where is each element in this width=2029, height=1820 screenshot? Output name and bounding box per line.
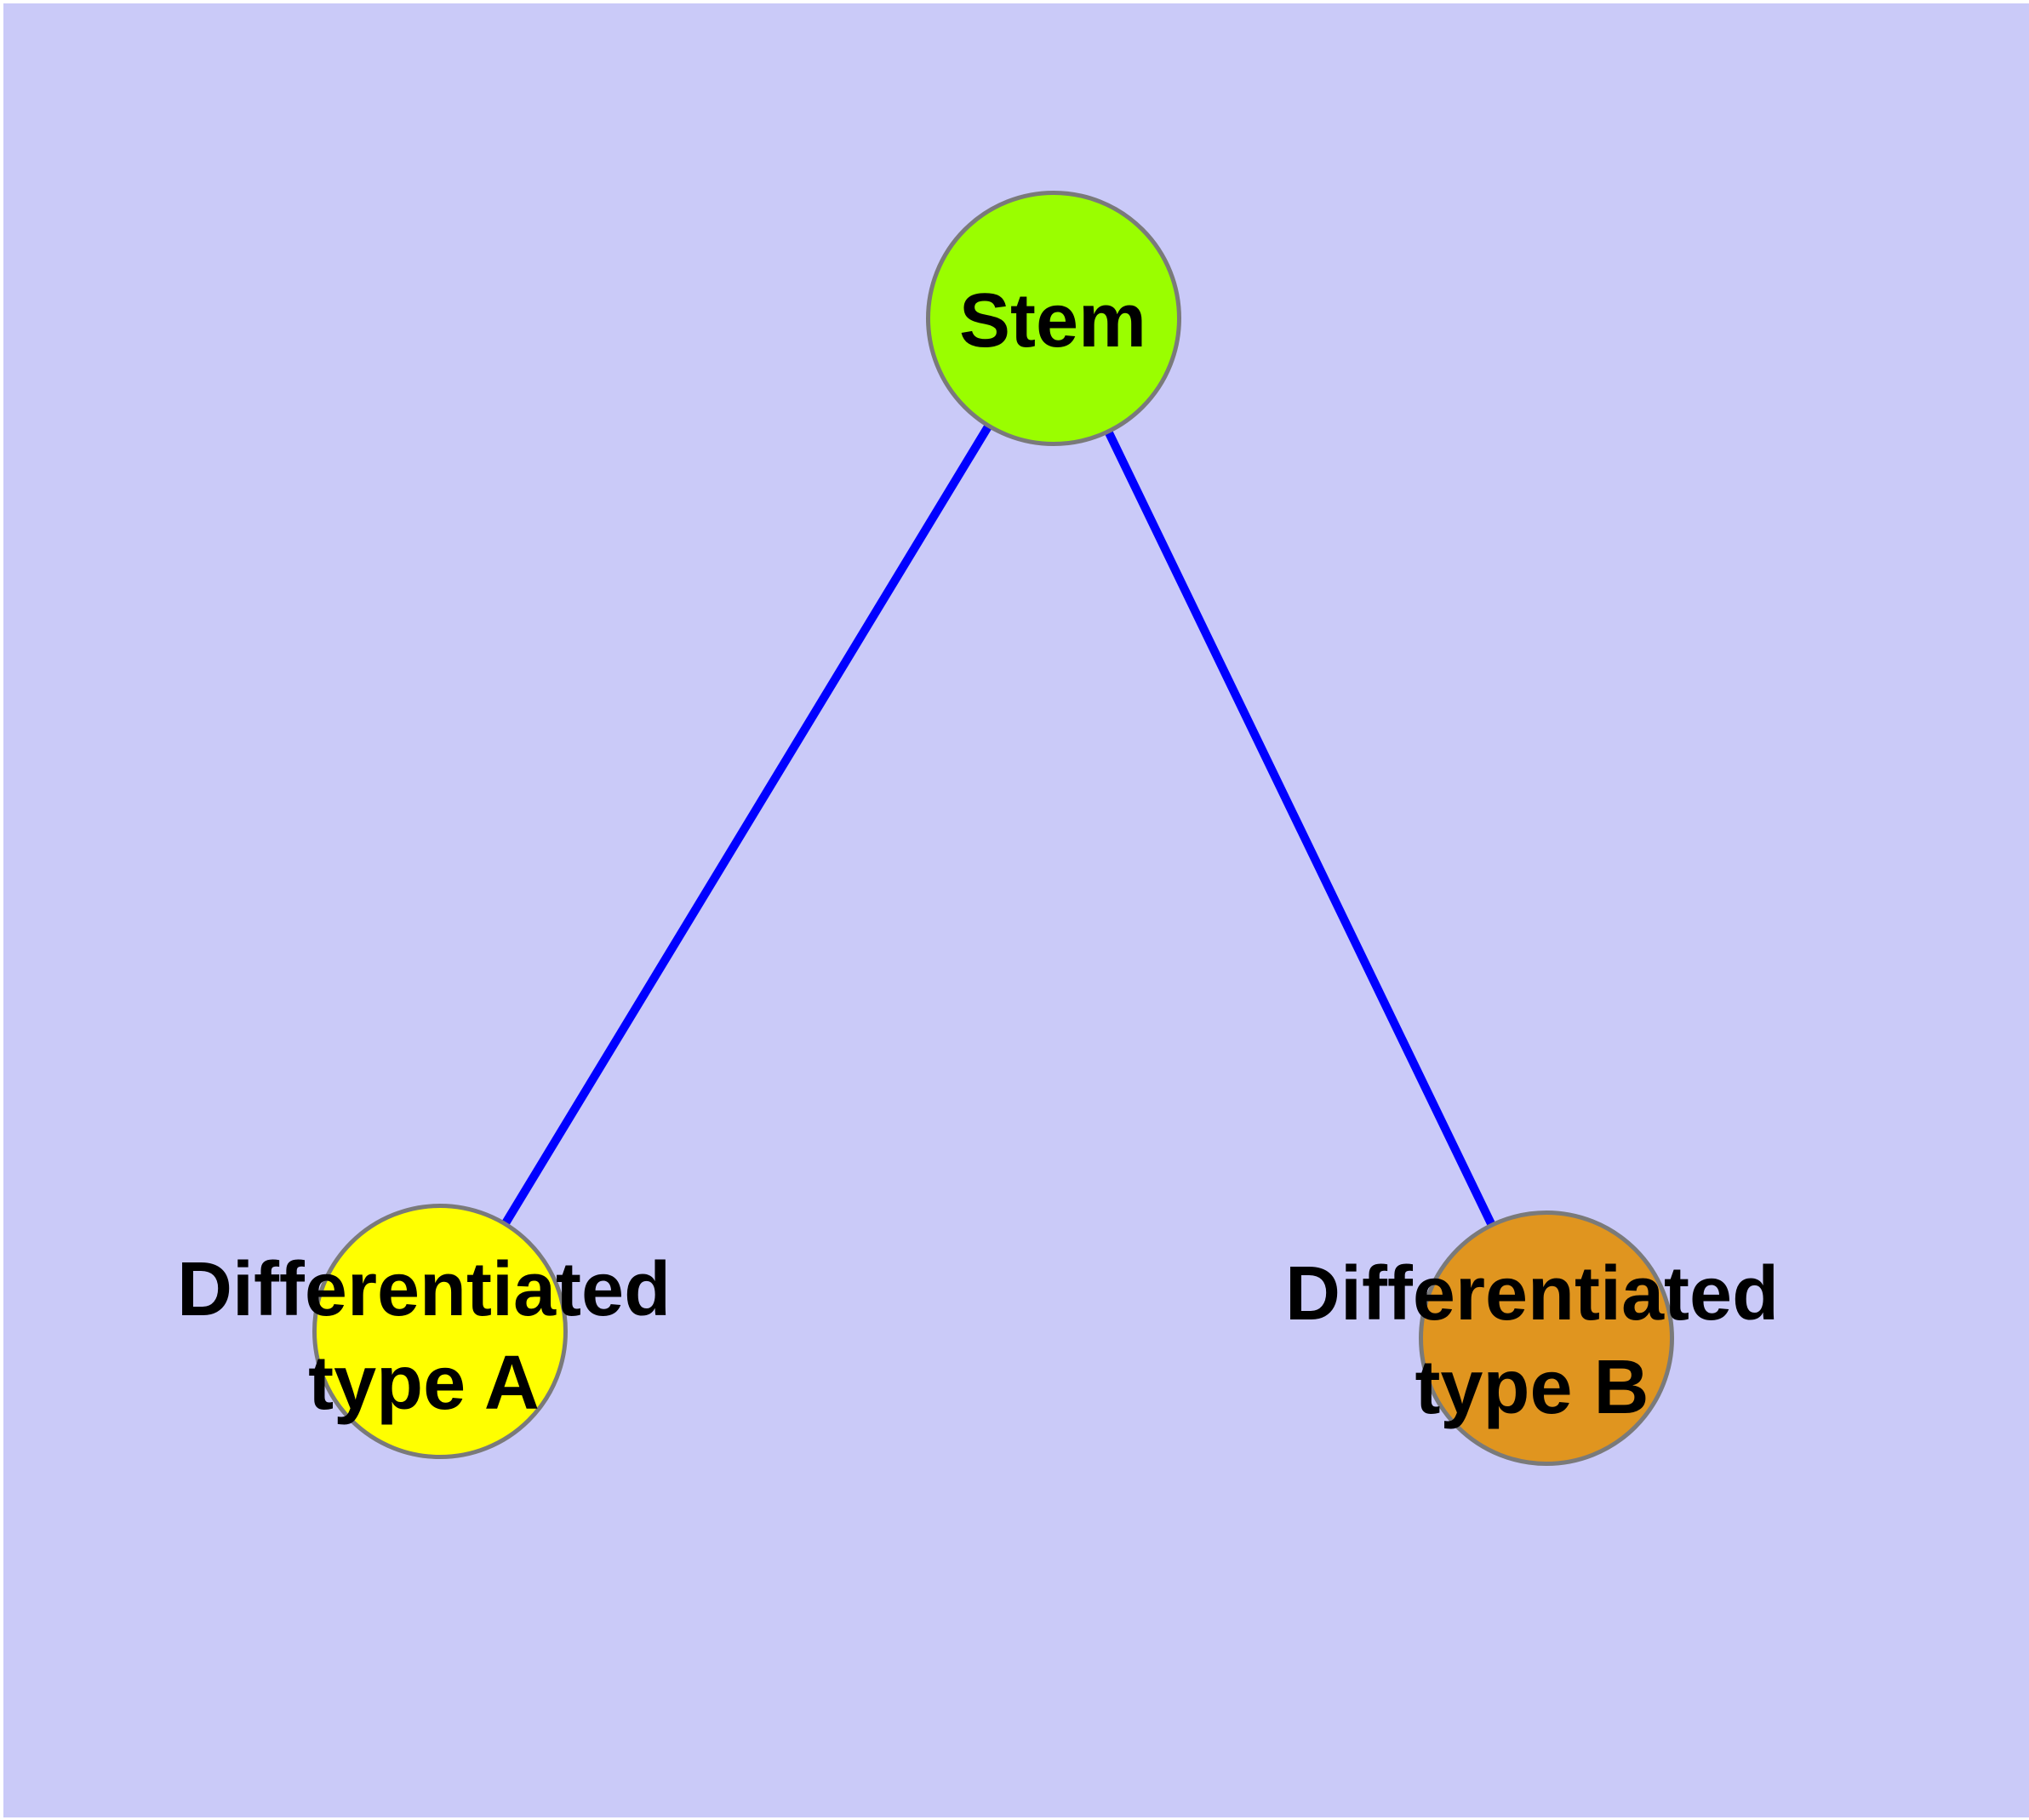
node-circle-differentiated-type-a bbox=[312, 1204, 568, 1459]
node-circle-differentiated-type-b bbox=[1419, 1210, 1674, 1466]
type-a-label-line-2: type A bbox=[308, 1341, 540, 1426]
node-circle-stem bbox=[926, 191, 1181, 446]
stem-label-text: Stem bbox=[958, 278, 1147, 363]
node-label-stem: Stem bbox=[959, 274, 1146, 368]
plot-background: Stem Differentiated type A Differentiate… bbox=[3, 3, 2029, 1817]
type-b-label-line-1: Differentiated bbox=[1284, 1251, 1780, 1336]
node-label-differentiated-type-b: Differentiated type B bbox=[1285, 1247, 1779, 1434]
type-a-label-line-1: Differentiated bbox=[176, 1247, 672, 1332]
type-b-label-line-2: type B bbox=[1415, 1345, 1649, 1430]
edge-stem-to-type-b bbox=[1049, 316, 1551, 1341]
edge-stem-to-type-a bbox=[436, 316, 1058, 1334]
node-label-differentiated-type-a: Differentiated type A bbox=[177, 1243, 671, 1430]
